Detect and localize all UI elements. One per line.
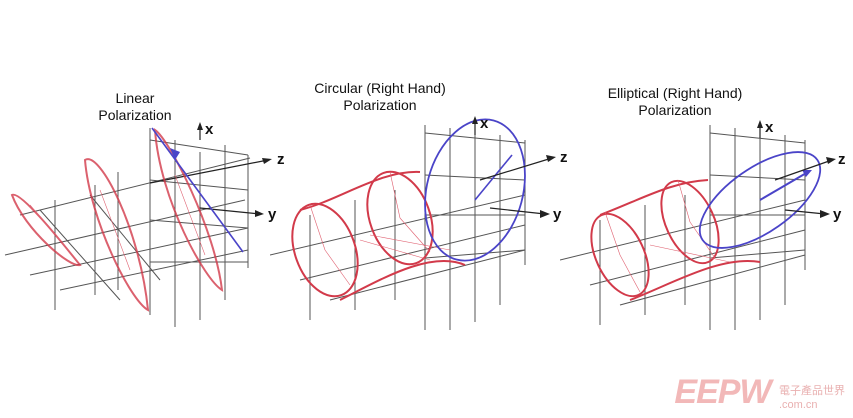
linear-e-vector — [151, 127, 244, 253]
elliptical-grid — [560, 125, 806, 330]
title-line1: Circular (Right Hand) — [314, 80, 446, 96]
title-line2: Polarization — [638, 102, 712, 118]
eepw-watermark: EEPW 電子產品世界 .com.cn — [674, 373, 845, 412]
elliptical-e-locus — [698, 151, 822, 249]
linear-grid — [4, 128, 251, 327]
circular-e-locus — [424, 118, 526, 262]
linear-polarization-panel: Linear Polarization z — [0, 0, 285, 418]
elliptical-e-vector — [759, 171, 809, 201]
watermark-chinese: 電子產品世界 — [779, 385, 845, 397]
title-line2: Polarization — [98, 107, 172, 123]
elliptical-diagram: z y x — [560, 119, 846, 330]
title-line1: Linear — [115, 90, 155, 106]
linear-x-label: x — [205, 121, 214, 138]
circular-diagram: z y x — [270, 115, 568, 330]
linear-y-label: y — [268, 206, 277, 223]
elliptical-x-label: x — [765, 119, 774, 136]
elliptical-helix — [590, 179, 761, 301]
circular-helix — [291, 170, 466, 301]
circular-y-label: y — [553, 206, 562, 223]
title-line1: Elliptical (Right Hand) — [607, 85, 743, 101]
watermark-brand: EEPW — [674, 373, 771, 411]
elliptical-polarization-panel: Elliptical (Right Hand) Polarization — [560, 0, 853, 418]
watermark-domain: .com.cn — [779, 399, 818, 411]
linear-z-label: z — [277, 151, 285, 168]
linear-title: Linear Polarization — [60, 90, 210, 124]
circular-grid — [270, 125, 526, 330]
elliptical-z-label: z — [838, 151, 846, 168]
elliptical-y-label: y — [833, 206, 842, 223]
circular-e-vector — [474, 154, 513, 201]
circular-polarization-panel: Circular (Right Hand) Polarization — [270, 0, 570, 418]
circular-z-label: z — [560, 149, 568, 166]
elliptical-title: Elliptical (Right Hand) Polarization — [590, 85, 760, 119]
linear-diagram: z y x — [4, 121, 285, 327]
circular-title: Circular (Right Hand) Polarization — [290, 80, 470, 114]
circular-x-label: x — [480, 115, 489, 132]
title-line2: Polarization — [343, 97, 417, 113]
linear-wave — [10, 128, 224, 312]
